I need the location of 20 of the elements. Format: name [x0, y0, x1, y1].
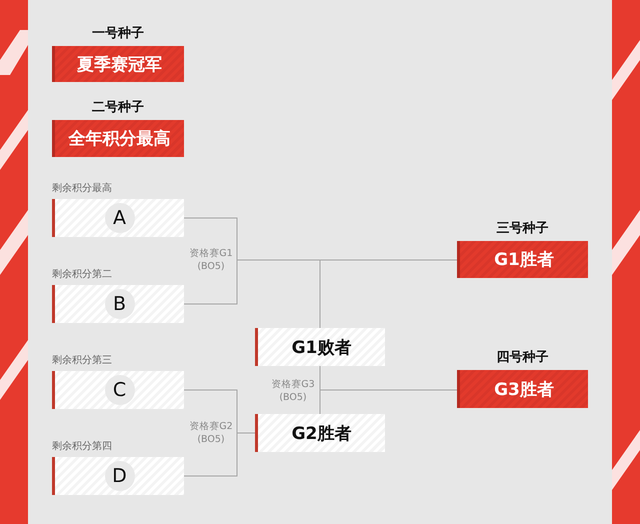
seed-card: 夏季赛冠军	[52, 46, 184, 82]
seed-card: 全年积分最高	[52, 120, 184, 157]
team-card: G2胜者	[255, 414, 385, 452]
rank-heading: 剩余积分第三	[52, 354, 112, 367]
seed-heading: 四号种子	[496, 349, 550, 366]
seed-heading: 二号种子	[91, 99, 145, 116]
bracket-line	[184, 432, 256, 476]
rank-heading: 剩余积分最高	[52, 182, 112, 195]
team-letter: A	[104, 203, 134, 233]
team-letter: C	[104, 375, 134, 405]
seed-card: G3胜者	[457, 370, 588, 408]
team-letter: D	[104, 461, 134, 491]
seed-card: G1胜者	[457, 241, 588, 278]
seed-heading: 三号种子	[496, 220, 550, 237]
bracket-line	[320, 390, 458, 414]
rank-heading: 剩余积分第二	[52, 268, 112, 281]
team-letter: B	[104, 289, 134, 319]
team-card: G1败者	[255, 328, 385, 366]
seed-heading: 一号种子	[91, 25, 145, 42]
rank-heading: 剩余积分第四	[52, 440, 112, 453]
